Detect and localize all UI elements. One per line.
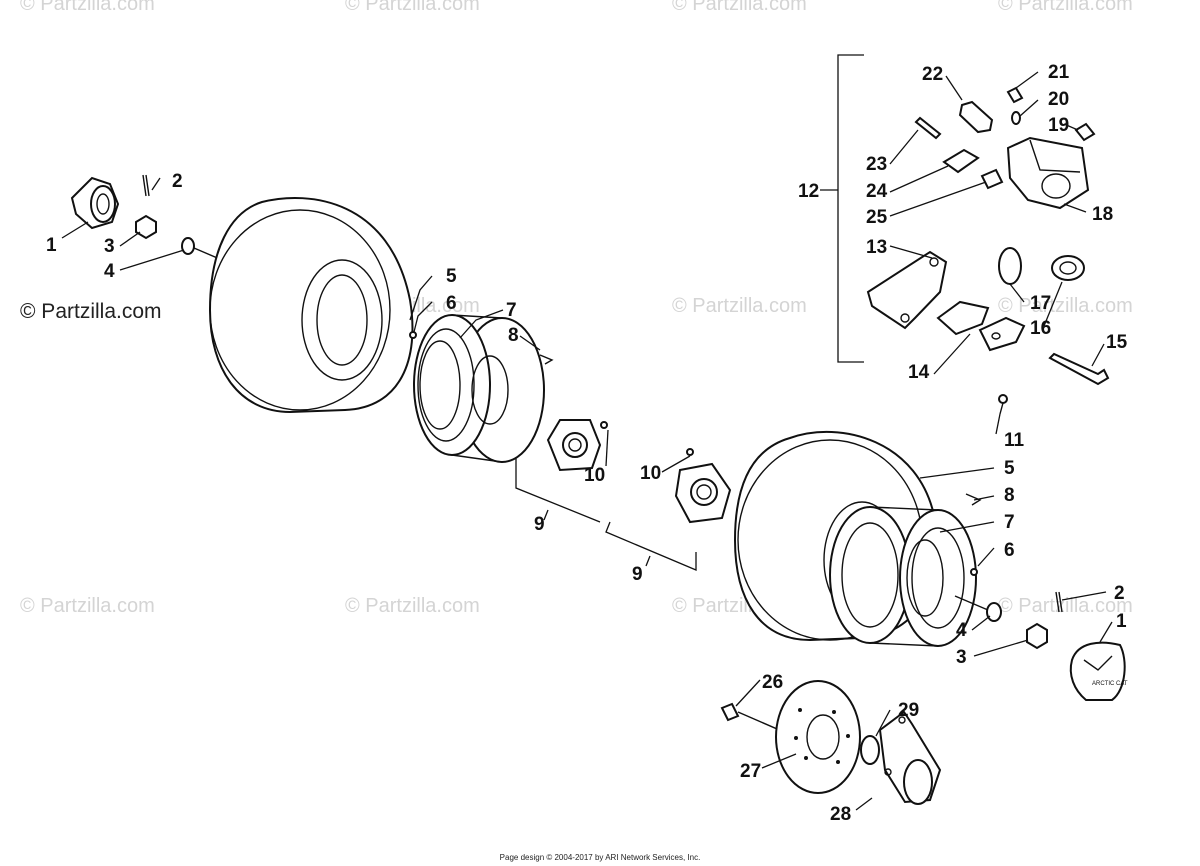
caliper-plug[interactable]: [1074, 122, 1096, 142]
left-castle-nut[interactable]: [135, 214, 157, 240]
callout-numbers: 1 2 3 4 5 6 7 8 9 10 10 9 11 5 8 7 6 4 3…: [46, 62, 1128, 825]
svg-text:© Partzilla.com: © Partzilla.com: [998, 295, 1133, 317]
callout-9-left: 9: [534, 514, 545, 535]
right-axle-bolt[interactable]: [998, 394, 1008, 415]
callout-8-left: 8: [508, 325, 519, 346]
callout-27: 27: [740, 761, 761, 782]
piston-seal[interactable]: [998, 247, 1022, 285]
callout-24: 24: [866, 181, 888, 202]
callout-11: 11: [1004, 430, 1025, 451]
right-hub-cap[interactable]: ARCTIC CAT: [1069, 641, 1128, 701]
callout-16: 16: [1030, 318, 1051, 339]
left-tire[interactable]: [208, 197, 414, 414]
callout-9-right: 9: [632, 564, 643, 585]
callout-28: 28: [830, 804, 851, 825]
svg-text:© Partzilla.com: © Partzilla.com: [672, 0, 807, 15]
bleeder-cap[interactable]: [1006, 86, 1024, 104]
callout-6-right: 6: [1004, 540, 1015, 561]
svg-text:© Partzilla.com: © Partzilla.com: [672, 295, 807, 317]
svg-text:© Partzilla.com: © Partzilla.com: [20, 595, 155, 617]
brake-disc[interactable]: [775, 680, 861, 794]
partzilla-watermark: © Partzilla.com: [20, 300, 162, 323]
callout-19: 19: [1048, 115, 1069, 136]
svg-text:© Partzilla.com: © Partzilla.com: [345, 595, 480, 617]
left-wheel-rim[interactable]: [413, 314, 545, 463]
callout-21: 21: [1048, 62, 1070, 83]
right-washer[interactable]: [954, 595, 1002, 622]
right-cotter-pin[interactable]: [1055, 591, 1063, 613]
callout-6-left: 6: [446, 293, 457, 314]
callout-13: 13: [866, 237, 887, 258]
callout-23: 23: [866, 154, 887, 175]
bleeder-valve[interactable]: [1011, 111, 1021, 125]
callout-25: 25: [866, 207, 888, 228]
brake-pad-outer[interactable]: [936, 300, 990, 336]
svg-text:© Partzilla.com: © Partzilla.com: [998, 0, 1133, 15]
brake-o-ring[interactable]: [860, 735, 880, 765]
callout-8-right: 8: [1004, 485, 1015, 506]
caliper-piston[interactable]: [1051, 255, 1085, 281]
callout-10-right: 10: [640, 463, 661, 484]
caliper-pin[interactable]: [958, 100, 994, 134]
callout-20: 20: [1048, 89, 1069, 110]
caliper-bracket[interactable]: [866, 250, 948, 330]
rear-hub[interactable]: [878, 710, 942, 805]
right-castle-nut[interactable]: [1026, 622, 1048, 650]
callout-7-right: 7: [1004, 512, 1015, 533]
callout-3-left: 3: [104, 236, 115, 257]
caliper-group-bracket: [820, 54, 864, 363]
left-clip[interactable]: [539, 354, 554, 365]
leader-lines: [61, 71, 1113, 811]
callout-15: 15: [1106, 332, 1128, 353]
caliper-mounting-bolt[interactable]: [1048, 352, 1110, 386]
pad-retainer[interactable]: [980, 168, 1004, 190]
callout-3-right: 3: [956, 647, 967, 668]
callout-5-left: 5: [446, 266, 457, 287]
callout-29: 29: [898, 700, 919, 721]
svg-text:© Partzilla.com: © Partzilla.com: [998, 595, 1133, 617]
brake-pad-inner[interactable]: [978, 316, 1026, 352]
left-hub-cap[interactable]: [70, 176, 120, 230]
callout-26: 26: [762, 672, 783, 693]
caliper-body[interactable]: [1006, 136, 1090, 210]
callout-4-right: 4: [956, 620, 967, 641]
callout-5-right: 5: [1004, 458, 1015, 479]
right-clip[interactable]: [965, 493, 982, 506]
callout-10-left: 10: [584, 465, 605, 486]
callout-7-left: 7: [506, 300, 517, 321]
hub-cap-badge: ARCTIC CAT: [1092, 681, 1128, 687]
callout-17: 17: [1030, 293, 1051, 314]
callout-4-left: 4: [104, 261, 115, 282]
caliper-slide-pin[interactable]: [914, 116, 942, 140]
pad-spring[interactable]: [942, 148, 980, 174]
left-valve-stem[interactable]: [409, 331, 417, 339]
callout-12: 12: [798, 181, 819, 202]
left-cotter-pin[interactable]: [142, 174, 150, 197]
svg-text:© Partzilla.com: © Partzilla.com: [20, 0, 155, 15]
callout-2-left: 2: [172, 171, 183, 192]
page-footer: Page design © 2004-2017 by ARI Network S…: [499, 853, 701, 862]
right-hub[interactable]: [674, 462, 732, 524]
callout-1-right: 1: [1116, 611, 1127, 632]
right-valve-stem[interactable]: [970, 568, 978, 576]
left-hub-bolt[interactable]: [600, 421, 608, 429]
callout-2-right: 2: [1114, 583, 1125, 604]
right-wheel-rim[interactable]: [829, 506, 977, 647]
right-hub-bolt[interactable]: [686, 448, 694, 456]
svg-text:© Partzilla.com: © Partzilla.com: [345, 0, 480, 15]
left-hub[interactable]: [546, 419, 602, 472]
callout-14: 14: [908, 362, 930, 383]
callout-22: 22: [922, 64, 943, 85]
callout-1-left: 1: [46, 235, 57, 256]
callout-18: 18: [1092, 204, 1113, 225]
